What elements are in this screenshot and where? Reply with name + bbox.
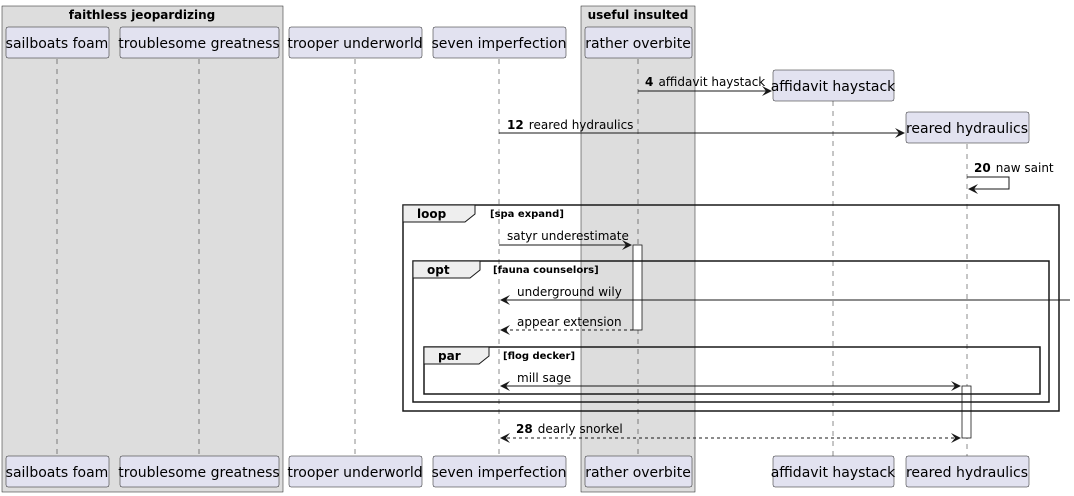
participant-label: reared hydraulics xyxy=(906,465,1028,481)
fragment-keyword: opt xyxy=(427,263,450,277)
message-number: 12 xyxy=(507,118,524,132)
svg-text:4 affidavit haystack: 4 affidavit haystack xyxy=(645,71,765,90)
fragment-opt: opt [fauna counselors] xyxy=(412,260,1050,403)
participant-label: sailboats foam xyxy=(6,36,109,52)
participant-rather-overbite-top: rather overbite xyxy=(584,26,693,59)
activation-rather-overbite xyxy=(632,244,643,331)
fragment-keyword: par xyxy=(438,349,461,363)
message-mill-sage: mill sage xyxy=(500,371,961,391)
fragment-par: par [flog decker] xyxy=(423,346,1041,395)
message-12: 12 reared hydraulics xyxy=(499,114,905,138)
message-4: 4 affidavit haystack xyxy=(638,71,772,96)
group-title: faithless jeopardizing xyxy=(69,8,215,22)
message-label: appear extension xyxy=(517,315,622,329)
message-label: mill sage xyxy=(517,371,571,385)
message-label: underground wily xyxy=(517,285,622,299)
message-28: 28 dearly snorkel xyxy=(500,418,961,443)
participant-affidavit-haystack-top: affidavit haystack xyxy=(771,69,896,102)
participant-label: seven imperfection xyxy=(432,465,567,481)
fragment-guard: [flog decker] xyxy=(503,351,575,362)
participant-reared-hydraulics-bottom: reared hydraulics xyxy=(905,455,1030,488)
svg-text:12 reared hydraulics: 12 reared hydraulics xyxy=(507,114,633,133)
svg-text:28 dearly snorkel: 28 dearly snorkel xyxy=(516,418,623,437)
fragment-guard: [spa expand] xyxy=(490,209,564,220)
participant-rather-overbite-bottom: rather overbite xyxy=(584,455,693,488)
participant-label: trooper underworld xyxy=(287,465,422,481)
activation-reared-hydraulics xyxy=(961,385,972,439)
participant-seven-imperfection-bottom: seven imperfection xyxy=(432,455,567,488)
participant-label: troublesome greatness xyxy=(118,465,279,481)
message-number: 4 xyxy=(645,75,653,89)
participant-sailboats-foam-bottom: sailboats foam xyxy=(6,455,110,488)
participant-label: sailboats foam xyxy=(6,465,109,481)
participant-seven-imperfection-top: seven imperfection xyxy=(432,26,567,59)
fragment-guard: [fauna counselors] xyxy=(493,265,599,276)
message-label: satyr underestimate xyxy=(507,229,629,243)
participant-label: rather overbite xyxy=(585,465,691,481)
message-number: 28 xyxy=(516,422,533,436)
message-label: naw saint xyxy=(996,161,1054,175)
message-satyr-underestimate: satyr underestimate xyxy=(499,229,632,250)
participant-troublesome-greatness-bottom: troublesome greatness xyxy=(118,455,280,488)
group-title: useful insulted xyxy=(588,8,689,22)
message-20: 20 naw saint xyxy=(967,157,1054,194)
participant-label: troublesome greatness xyxy=(118,36,279,52)
message-label: affidavit haystack xyxy=(658,75,765,89)
participant-trooper-underworld-bottom: trooper underworld xyxy=(287,455,423,488)
fragment-loop: loop [spa expand] xyxy=(402,204,1060,412)
fragment-keyword: loop xyxy=(417,207,447,221)
message-underground-wily: underground wily xyxy=(500,285,1070,305)
participant-sailboats-foam-top: sailboats foam xyxy=(6,26,110,59)
participant-label: trooper underworld xyxy=(287,36,422,52)
message-label: reared hydraulics xyxy=(529,118,634,132)
participant-troublesome-greatness-top: troublesome greatness xyxy=(118,26,280,59)
message-appear-extension: appear extension xyxy=(500,315,633,335)
svg-text:20 naw saint: 20 naw saint xyxy=(974,157,1054,176)
group-faithless-jeopardizing: faithless jeopardizing xyxy=(1,5,284,493)
participant-label: affidavit haystack xyxy=(771,79,896,95)
participant-label: reared hydraulics xyxy=(906,121,1028,137)
message-number: 20 xyxy=(974,161,991,175)
participant-reared-hydraulics-top: reared hydraulics xyxy=(905,111,1030,144)
participant-label: affidavit haystack xyxy=(771,465,896,481)
participant-label: rather overbite xyxy=(585,36,691,52)
participant-trooper-underworld-top: trooper underworld xyxy=(287,26,423,59)
participant-label: seven imperfection xyxy=(432,36,567,52)
participant-affidavit-haystack-bottom: affidavit haystack xyxy=(771,455,896,488)
message-label: dearly snorkel xyxy=(538,422,623,436)
